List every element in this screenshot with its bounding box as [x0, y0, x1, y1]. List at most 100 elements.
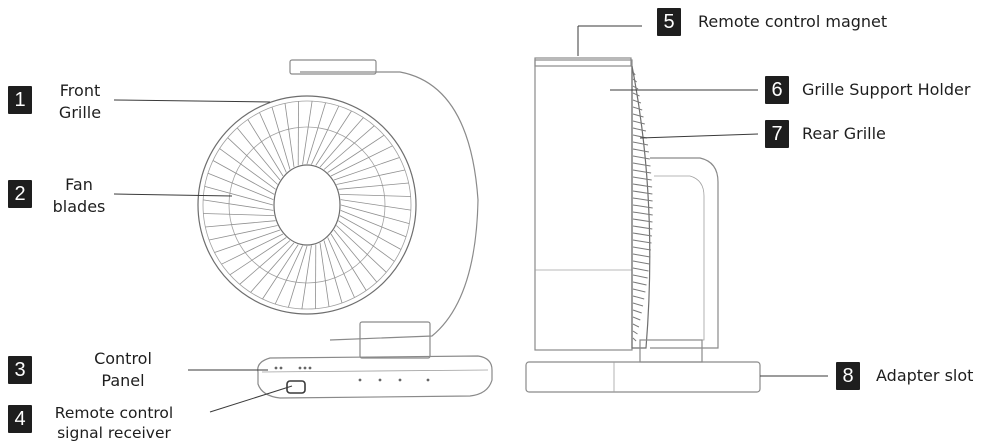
side-grille-fins [632, 71, 653, 342]
front-base [257, 355, 493, 399]
grille-spoke [239, 240, 291, 285]
side-top-magnet [534, 57, 632, 67]
grille-fin [632, 113, 644, 118]
grille-spoke [339, 215, 402, 250]
grille-spoke [205, 220, 276, 228]
label-line: Front [59, 81, 101, 100]
leader-rear-grille [639, 133, 759, 139]
callout-badge-3: 3 [8, 356, 32, 384]
grille-spoke [323, 240, 343, 304]
front-rear-housing [300, 71, 479, 341]
grille-spoke [330, 233, 367, 291]
grille-fin [632, 162, 651, 167]
callout-badge-1: 1 [8, 86, 32, 114]
grille-fin [632, 141, 649, 146]
grille-fin [632, 267, 649, 272]
grille-spoke [311, 105, 340, 165]
grille-spoke [319, 242, 330, 307]
grille-spoke [323, 125, 375, 170]
grille-fin [632, 274, 648, 279]
grille-fin [632, 120, 645, 125]
grille-spoke [214, 229, 281, 253]
grille-spoke [315, 110, 352, 166]
front-grille-outer [197, 95, 417, 315]
label-line: Adapter slot [876, 366, 974, 385]
grille-spoke [333, 229, 378, 283]
callout-label-remote-receiver: Remote control signal receiver [38, 403, 190, 443]
grille-spoke [319, 117, 364, 168]
callout-label-adapter-slot: Adapter slot [876, 365, 973, 387]
grille-fin [632, 176, 652, 181]
control-panel-buttons [274, 366, 430, 382]
label-line: Remote control magnet [698, 12, 888, 31]
front-handle [289, 59, 377, 75]
leader-lines [113, 25, 828, 413]
grille-fin [632, 239, 652, 244]
grille-fin [632, 246, 651, 251]
callout-label-front-grille: Front Grille [46, 80, 114, 124]
callout-label-grille-support-holder: Grille Support Holder [802, 79, 970, 101]
side-view-fan [525, 57, 761, 393]
grille-fin [632, 183, 653, 188]
grille-spoke [330, 145, 393, 177]
grille-fin [632, 337, 637, 342]
side-body [534, 59, 633, 351]
grille-fin [632, 190, 653, 195]
grille-fin [632, 232, 652, 237]
grille-spoke [327, 237, 355, 298]
front-view-fan [197, 59, 493, 399]
grille-spoke [288, 245, 308, 308]
grille-spoke [336, 225, 387, 273]
grille-fin [632, 169, 652, 174]
label-line: Panel [101, 371, 145, 390]
callout-label-fan-blades: Fan blades [44, 174, 114, 218]
grille-spoke [340, 204, 410, 224]
front-hub [273, 164, 341, 246]
label-line: Control [94, 349, 152, 368]
side-rear-grille [631, 65, 651, 349]
leader-front-grille [113, 99, 271, 103]
side-stand [650, 157, 719, 349]
grille-spoke [333, 157, 400, 181]
grille-fin [632, 204, 653, 209]
callout-badge-6: 6 [765, 76, 789, 104]
grille-fin [632, 302, 644, 307]
grille-fin [632, 281, 647, 286]
remote-receiver-window [286, 380, 306, 394]
grille-fin [632, 85, 639, 90]
grille-fin [632, 316, 641, 321]
grille-spoke [207, 172, 274, 200]
side-base [525, 361, 761, 393]
grille-spoke [227, 137, 278, 185]
grille-fin [632, 330, 638, 335]
grille-spoke [262, 244, 299, 300]
grille-spoke [203, 213, 275, 216]
callout-label-rear-grille: Rear Grille [802, 123, 886, 145]
label-line: blades [52, 197, 106, 216]
leader-receiver [209, 385, 293, 413]
grille-spoke [338, 182, 409, 190]
grille-spoke [340, 199, 411, 211]
grille-spoke [271, 106, 291, 170]
grille-spoke [339, 194, 411, 197]
grille-fin [632, 253, 651, 258]
grille-spoke [274, 245, 303, 305]
grille-fin [632, 106, 643, 111]
grille-spoke [327, 134, 385, 173]
label-line: Grille [58, 103, 102, 122]
callout-badge-7: 7 [765, 120, 789, 148]
grille-fin [632, 197, 653, 202]
grille-spoke [250, 242, 295, 293]
grille-spoke [209, 225, 278, 241]
grille-spoke [302, 101, 313, 165]
grille-fin [632, 148, 649, 153]
label-line: Fan [65, 175, 93, 194]
grille-spoke [247, 119, 284, 177]
label-line: Remote control [54, 404, 174, 422]
label-line: Grille Support Holder [802, 80, 971, 99]
grille-fin [632, 211, 653, 216]
grille-spoke [301, 245, 312, 309]
grille-spoke [219, 148, 276, 190]
grille-spoke [284, 103, 295, 168]
grille-fin [632, 92, 640, 97]
